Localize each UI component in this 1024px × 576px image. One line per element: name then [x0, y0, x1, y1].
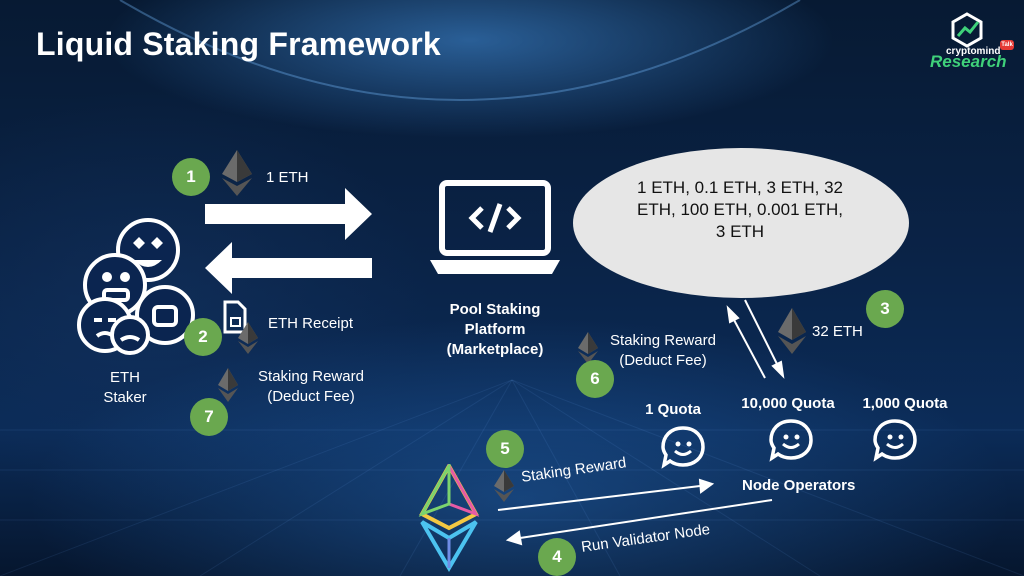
step-7-label: Staking Reward (Deduct Fee) [258, 368, 364, 405]
ethereum-diamond-icon [494, 470, 514, 502]
receipt-icon [223, 300, 247, 334]
arrow-right [205, 188, 372, 240]
ethereum-diamond-icon [778, 308, 806, 354]
staker-label: ETH Staker [103, 369, 147, 406]
platform-label: Pool Staking Platform (Marketplace) [446, 301, 544, 358]
operator-face-icon [769, 419, 813, 462]
step-3-badge: 3 [866, 290, 904, 328]
node-operators-label: Node Operators [742, 477, 856, 494]
step-7-badge: 7 [190, 398, 228, 436]
operator-face-icon [661, 426, 705, 469]
operator-face-icon [873, 419, 917, 462]
step-2-badge: 2 [184, 318, 222, 356]
ethereum-logo-icon [418, 464, 480, 572]
step-1-badge: 1 [172, 158, 210, 196]
page-title: Liquid Staking Framework [36, 26, 441, 62]
logo-main-text: Research [930, 52, 1007, 71]
ethereum-diamond-icon [222, 150, 252, 196]
step-6-label: Staking Reward (Deduct Fee) [610, 332, 716, 369]
quota-1: 1 Quota [645, 401, 701, 418]
step-3-label: 32 ETH [812, 323, 863, 340]
step-4-badge: 4 [538, 538, 576, 576]
ethereum-diamond-icon [238, 322, 258, 354]
laptop-code-icon [430, 180, 560, 274]
step-2-label: ETH Receipt [268, 315, 354, 332]
ethereum-diamond-icon [578, 332, 598, 364]
ethereum-diamond-icon [218, 368, 238, 402]
quota-3: 1,000 Quota [862, 395, 948, 412]
quota-2: 10,000 Quota [741, 395, 835, 412]
arrow-left [205, 242, 372, 294]
logo-tag: Talk [1000, 40, 1014, 50]
logo-small-text: cryptomind [946, 46, 1001, 57]
logo-icon [951, 12, 983, 48]
step-5-badge: 5 [486, 430, 524, 468]
bubble-text: 1 ETH, 0.1 ETH, 3 ETH, 32 ETH, 100 ETH, … [637, 178, 843, 241]
emoji-faces-icon [77, 218, 195, 355]
step-1-label: 1 ETH [266, 169, 309, 186]
step-6-badge: 6 [576, 360, 614, 398]
amount-bubble [573, 148, 909, 298]
